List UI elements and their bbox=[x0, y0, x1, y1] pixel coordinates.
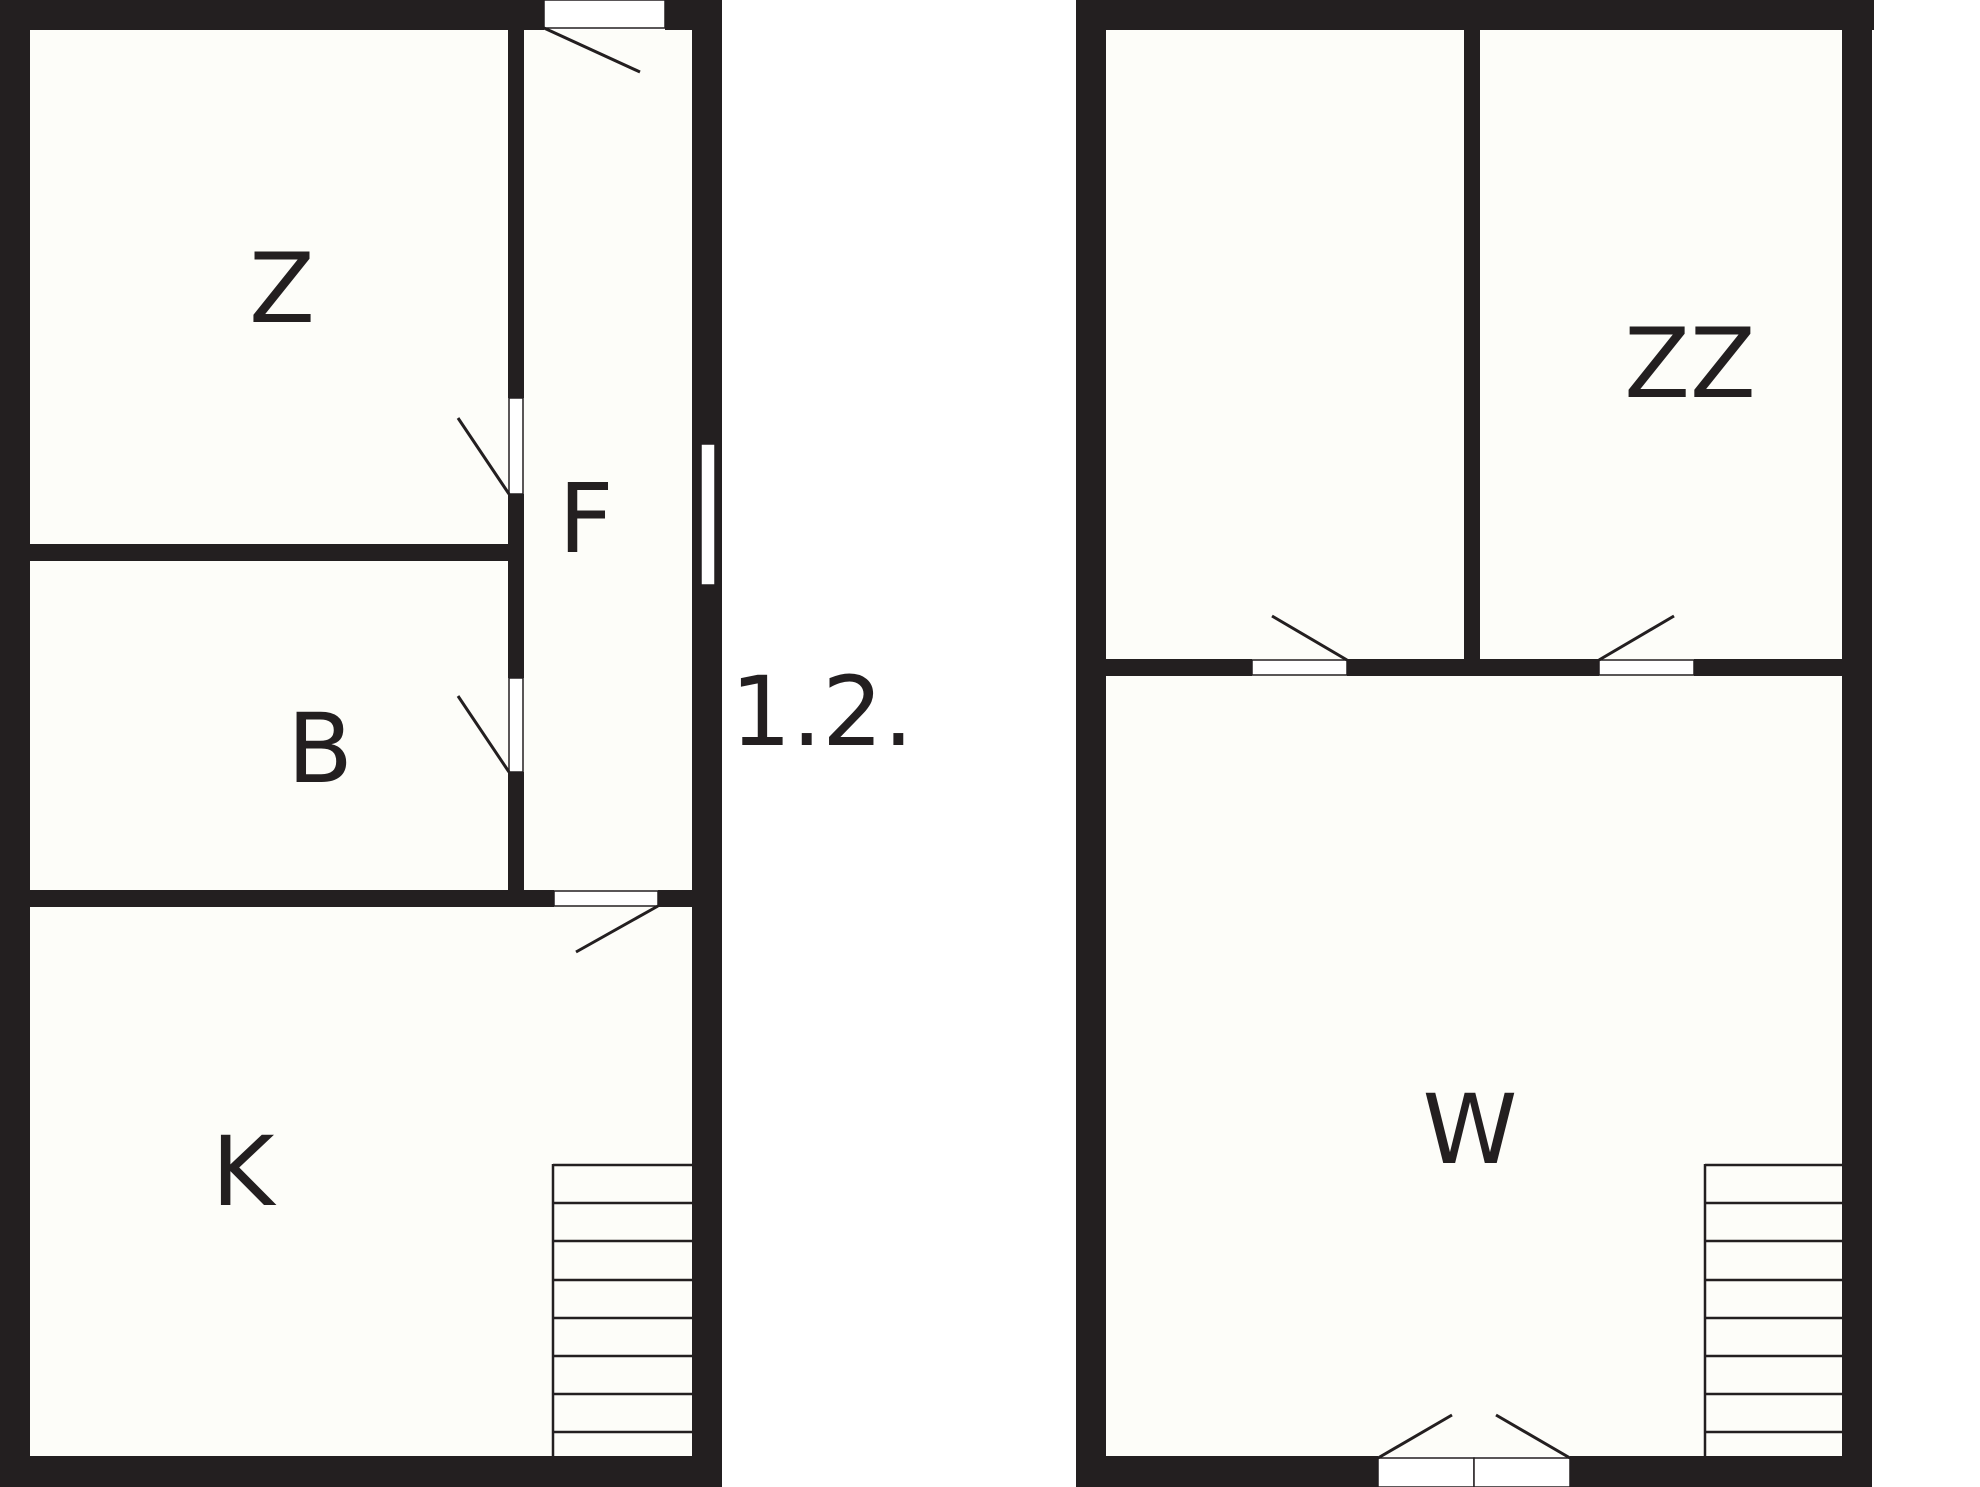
door-upper-left-opening bbox=[1251, 659, 1348, 676]
room-label-zz: ZZ bbox=[1624, 308, 1756, 420]
corridor-wall-lower bbox=[508, 772, 524, 898]
wall-w-1 bbox=[1106, 659, 1252, 676]
right-outer-wall-west bbox=[1076, 0, 1106, 1487]
window-east bbox=[700, 443, 716, 586]
entrance-door-opening bbox=[543, 0, 666, 29]
room-label-k: K bbox=[212, 1116, 277, 1228]
stairs-left bbox=[551, 1163, 692, 1456]
corridor-wall-middle bbox=[508, 494, 524, 678]
wall-w-2 bbox=[1347, 659, 1599, 676]
wall-f-k-right bbox=[658, 890, 692, 907]
door-zz-swing bbox=[1598, 614, 1675, 662]
wall-upper-rooms bbox=[1464, 30, 1480, 660]
wall-b-k bbox=[30, 890, 554, 907]
right-outer-wall-east bbox=[1842, 0, 1872, 1487]
right-bottom-wall-right bbox=[1570, 1456, 1872, 1487]
door-upper-left-swing bbox=[1271, 614, 1348, 662]
room-label-b: B bbox=[287, 693, 353, 805]
door-b-swing bbox=[456, 695, 511, 773]
door-b-opening bbox=[508, 677, 524, 773]
left-bottom-wall bbox=[0, 1456, 722, 1487]
left-top-wall bbox=[0, 0, 544, 30]
left-outer-wall-east bbox=[692, 0, 722, 1487]
left-floor-area bbox=[30, 30, 692, 1456]
wall-w-3 bbox=[1694, 659, 1842, 676]
left-floor: Z B F K bbox=[0, 0, 722, 1487]
entrance-door-swing bbox=[543, 26, 641, 74]
double-door-left-opening bbox=[1377, 1457, 1475, 1487]
room-label-z: Z bbox=[249, 233, 315, 345]
double-door-right-swing bbox=[1495, 1413, 1571, 1460]
door-z-swing bbox=[456, 417, 511, 495]
wall-z-b bbox=[30, 544, 508, 561]
double-door-right-opening bbox=[1473, 1457, 1571, 1487]
stairs-right bbox=[1703, 1163, 1842, 1456]
right-floor: ZZ W bbox=[1076, 0, 1874, 1487]
right-top-wall bbox=[1076, 0, 1874, 30]
double-door-left-swing bbox=[1377, 1413, 1453, 1460]
door-k-swing bbox=[575, 904, 659, 954]
left-outer-wall-west bbox=[0, 0, 30, 1487]
floor-label: 1.2. bbox=[730, 656, 913, 768]
corridor-wall-upper bbox=[508, 30, 524, 398]
door-k-opening bbox=[553, 890, 659, 907]
room-label-w: W bbox=[1423, 1074, 1518, 1186]
right-bottom-wall-left bbox=[1076, 1456, 1378, 1487]
door-zz-opening bbox=[1598, 659, 1695, 676]
room-label-f: F bbox=[558, 463, 613, 575]
door-z-opening bbox=[508, 397, 524, 495]
